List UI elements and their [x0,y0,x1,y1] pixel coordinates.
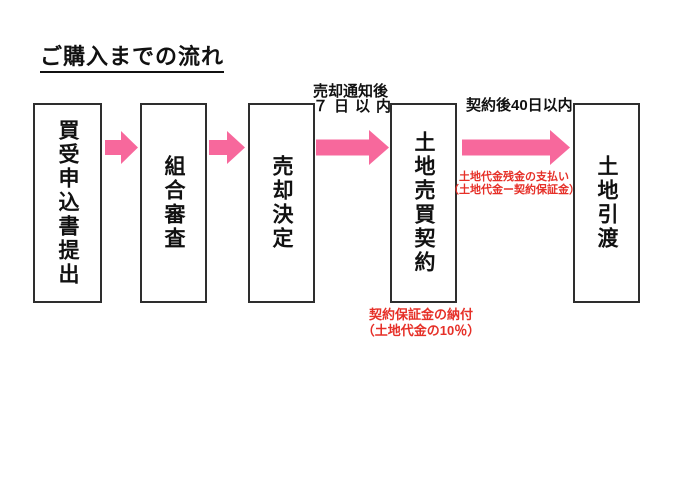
right-arrow-icon-4 [462,130,570,165]
step-label-application: 買受申込書提出 [56,119,79,287]
arrow4-timing-label: 契約後40日以内 [466,97,573,114]
right-arrow-icon-3 [316,130,389,165]
step-label-sale-decision: 売却決定 [270,155,293,251]
deposit-note-line1: 契約保証金の納付 [368,307,473,322]
step-box-land-handover: 土地引渡 [573,103,640,303]
step-box-application: 買受申込書提出 [33,103,102,303]
right-arrow-icon-1 [105,131,138,164]
step-label-land-handover: 土地引渡 [595,155,618,251]
payment-balance-note-line1: 土地代金残金の支払い [459,171,569,183]
payment-balance-note-line2: （土地代金ー契約保証金） [448,184,580,196]
page-title: ご購入までの流れ [40,44,225,74]
step-box-sale-contract: 土地売買契約 [390,103,457,303]
step-box-union-review: 組合審査 [140,103,207,303]
payment-balance-note: 土地代金残金の支払い （土地代金ー契約保証金） [447,171,581,197]
step-box-sale-decision: 売却決定 [248,103,315,303]
deposit-note: 契約保証金の納付 （土地代金の10％） [360,307,482,338]
arrow3-timing-label: 売却通知後 ７日以内 [313,83,403,115]
arrow3-timing-line1: 売却通知後 [313,83,389,100]
step-label-sale-contract: 土地売買契約 [412,131,435,275]
arrow3-timing-line2: ７日以内 [313,98,398,115]
step-label-union-review: 組合審査 [162,155,185,251]
deposit-note-line2: （土地代金の10％） [361,322,481,338]
right-arrow-icon-2 [209,131,245,164]
